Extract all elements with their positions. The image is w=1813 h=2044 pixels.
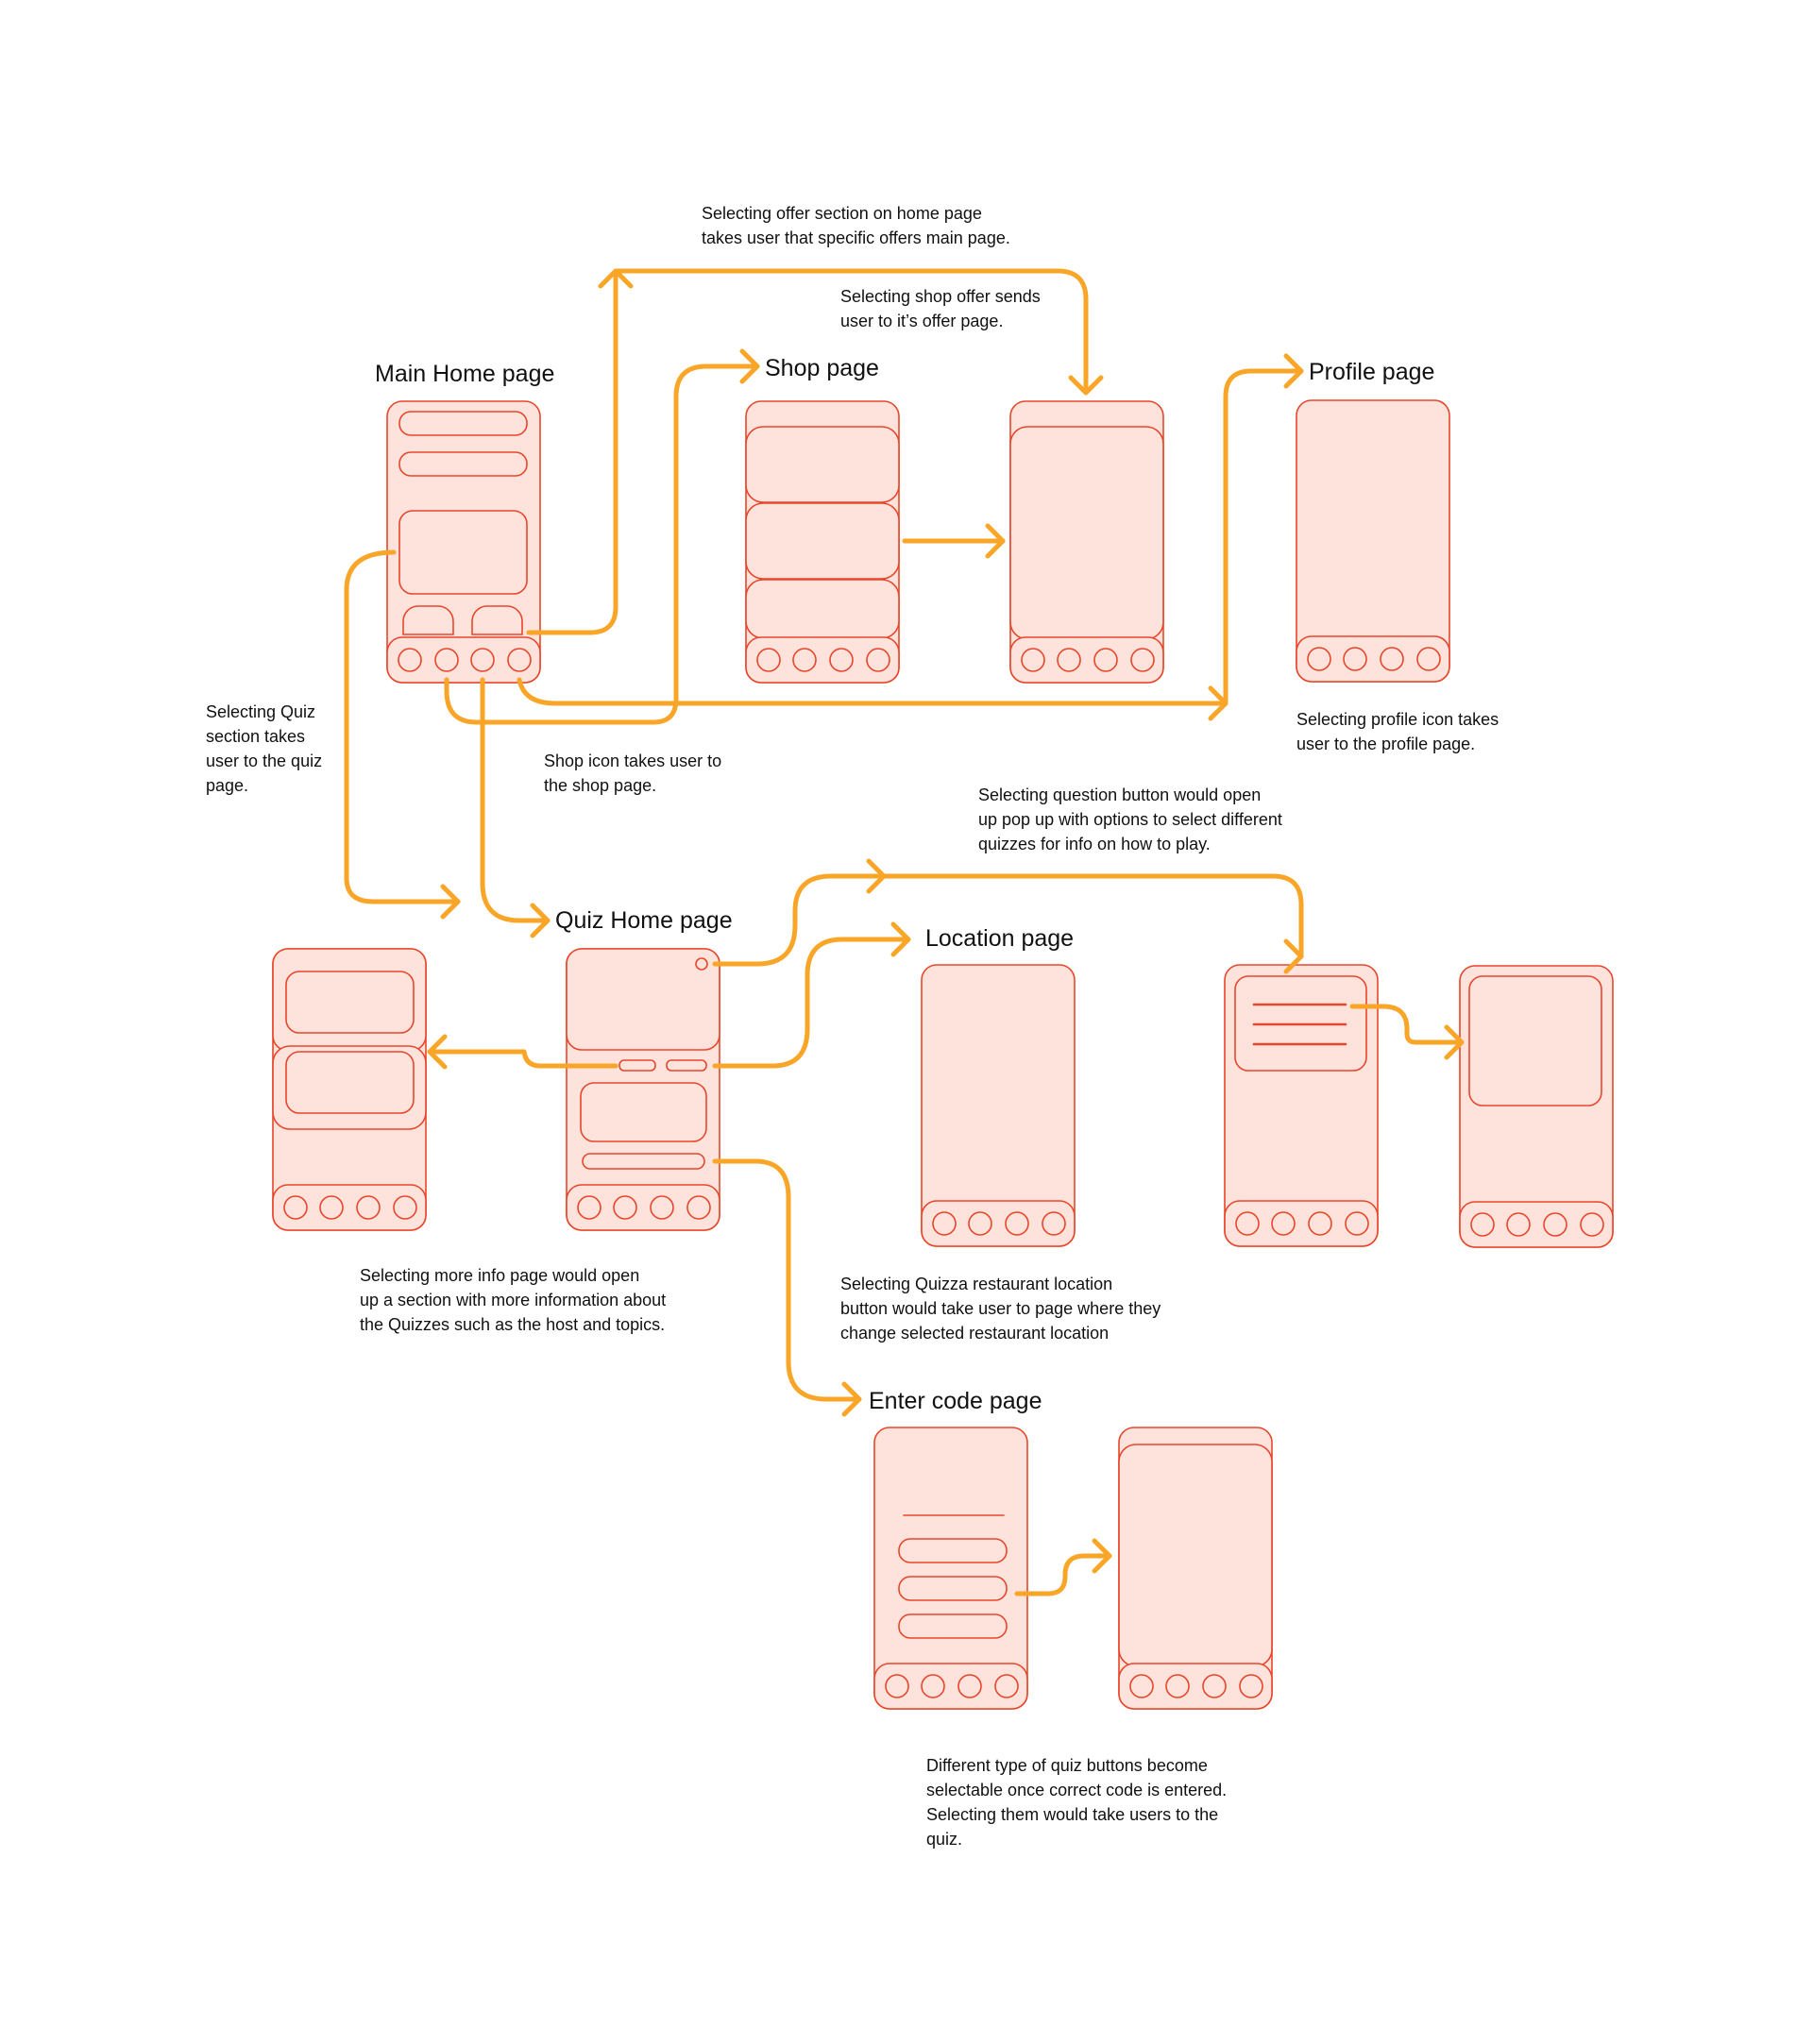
flow-arrows: [344, 268, 1465, 1596]
note-location-button: Selecting Quizza restaurant location but…: [840, 1275, 1161, 1343]
title-profile-page: Profile page: [1309, 359, 1434, 385]
note-more-info: Selecting more info page would open up a…: [360, 1266, 667, 1334]
wireframe-offer: [1009, 400, 1164, 684]
wireframe-enter-code: [873, 1427, 1028, 1710]
wireframe-more-info: [272, 948, 427, 1231]
wireframe-quiz-selection: [1118, 1427, 1273, 1710]
wireframe-main-home: [386, 400, 541, 684]
note-quiz-section: Selecting Quiz section takes user to the…: [206, 702, 323, 795]
arrow-more-info: [427, 1049, 618, 1069]
arrow-location: [712, 937, 911, 1069]
wireframe-location: [921, 964, 1076, 1247]
title-enter-code-page: Enter code page: [869, 1388, 1042, 1414]
title-location-page: Location page: [925, 925, 1074, 952]
arrow-enter-code: [712, 1158, 862, 1402]
arrow-shop-icon: [444, 363, 760, 725]
arrow-question-button: [712, 873, 1304, 967]
note-offer-section: Selecting offer section on home page tak…: [702, 204, 1010, 247]
wireframe-shop: [745, 400, 900, 684]
note-question-button: Selecting question button would open up …: [978, 786, 1282, 853]
title-shop-page: Shop page: [765, 355, 879, 381]
wireframe-quiz-info-detail: [1459, 965, 1614, 1248]
arrow-quiz-section: [344, 549, 461, 904]
note-quiz-buttons: Different type of quiz buttons become se…: [926, 1756, 1228, 1849]
question-button: [695, 957, 708, 971]
wireframe-quiz-home: [566, 948, 720, 1231]
arrow-code-to-quiz: [1014, 1553, 1112, 1596]
arrow-popup-to-detail: [1349, 1004, 1465, 1045]
note-profile-icon: Selecting profile icon takes user to the…: [1296, 710, 1500, 753]
title-quiz-home-page: Quiz Home page: [555, 907, 733, 934]
note-shop-icon: Shop icon takes user to the shop page.: [544, 752, 722, 795]
note-shop-offer: Selecting shop offer sends user to it’s …: [840, 287, 1041, 330]
tab-bar: [386, 636, 541, 684]
wireframe-profile: [1296, 399, 1450, 683]
arrow-profile-icon: [517, 677, 1228, 706]
title-main-home-page: Main Home page: [375, 361, 554, 387]
wireframe-quiz-popup: [1224, 964, 1379, 1247]
